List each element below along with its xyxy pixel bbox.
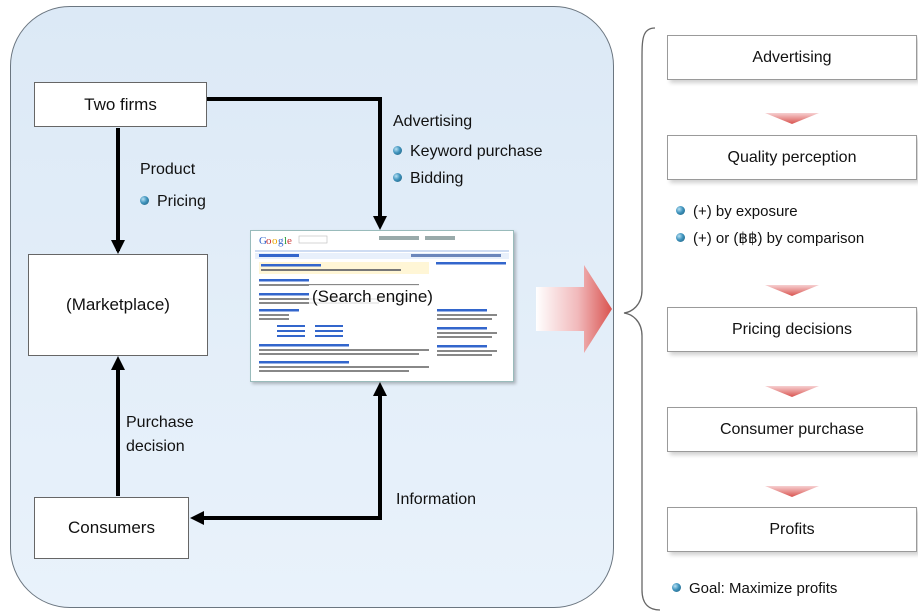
- step-arrow-2: [765, 285, 819, 296]
- purchase-decision-label-2: decision: [126, 438, 185, 455]
- two-firms-label: Two firms: [84, 94, 157, 114]
- consumers-box: Consumers: [34, 497, 189, 559]
- step-profits: Profits: [667, 507, 917, 552]
- transition-arrow: [536, 265, 612, 353]
- bullet-icon: [393, 173, 402, 182]
- keyword-bullet-item: Keyword purchase: [393, 143, 543, 161]
- step-profits-label: Profits: [769, 520, 815, 538]
- bullet-icon: [393, 146, 402, 155]
- purchase-decision-label-1: Purchase: [126, 414, 194, 431]
- bullet-icon: [676, 233, 685, 242]
- bullet-icon: [676, 206, 685, 215]
- bidding-bullet-item: Bidding: [393, 170, 463, 188]
- search-engine-screenshot: G o o g l e: [250, 230, 514, 382]
- search-engine-label: (Search engine): [312, 287, 433, 306]
- goal-text: Goal: Maximize profits: [689, 580, 838, 597]
- product-label: Product: [140, 161, 196, 178]
- consumers-label: Consumers: [68, 518, 155, 537]
- svg-text:l: l: [284, 235, 287, 247]
- step-quality-perception: Quality perception: [667, 135, 917, 180]
- svg-text:o: o: [272, 235, 278, 247]
- goal-note: Goal: Maximize profits: [672, 580, 837, 597]
- exposure-text: (+) by exposure: [693, 203, 798, 220]
- search-engine-label-bg: [309, 285, 449, 307]
- advertising-label: Advertising: [393, 113, 473, 130]
- pricing-text: Pricing: [157, 193, 206, 210]
- two-firms-box: Two firms: [34, 82, 207, 127]
- step-advertising-label: Advertising: [752, 48, 832, 66]
- information-label: Information: [396, 491, 477, 508]
- step-consumer-label: Consumer purchase: [719, 420, 865, 438]
- step-consumer-purchase: Consumer purchase: [667, 407, 917, 452]
- bidding-text: Bidding: [410, 170, 464, 187]
- quality-note-comparison: (+) or (฿฿) by comparison: [676, 229, 864, 247]
- information-arrow: [202, 394, 382, 520]
- keyword-text: Keyword purchase: [410, 143, 543, 160]
- step-arrow-4: [765, 486, 819, 497]
- quality-note-exposure: (+) by exposure: [676, 203, 798, 220]
- comparison-text: (+) or (฿฿) by comparison: [693, 230, 865, 247]
- svg-text:g: g: [278, 235, 284, 247]
- step-pricing-label: Pricing decisions: [731, 320, 853, 338]
- svg-text:G: G: [259, 235, 267, 247]
- flow-brace: [623, 27, 661, 611]
- advertising-arrow: [207, 97, 382, 220]
- step-arrow-1: [765, 113, 819, 124]
- step-advertising: Advertising: [667, 35, 917, 80]
- marketplace-box: (Marketplace): [28, 254, 208, 356]
- bullet-icon: [672, 583, 681, 592]
- svg-text:o: o: [266, 235, 272, 247]
- step-arrow-3: [765, 386, 819, 397]
- svg-text:e: e: [287, 235, 292, 247]
- bullet-icon: [140, 196, 149, 205]
- step-pricing-decisions: Pricing decisions: [667, 307, 917, 352]
- marketplace-label: (Marketplace): [66, 295, 170, 314]
- step-quality-label: Quality perception: [727, 148, 857, 166]
- pricing-bullet-item: Pricing: [140, 193, 206, 211]
